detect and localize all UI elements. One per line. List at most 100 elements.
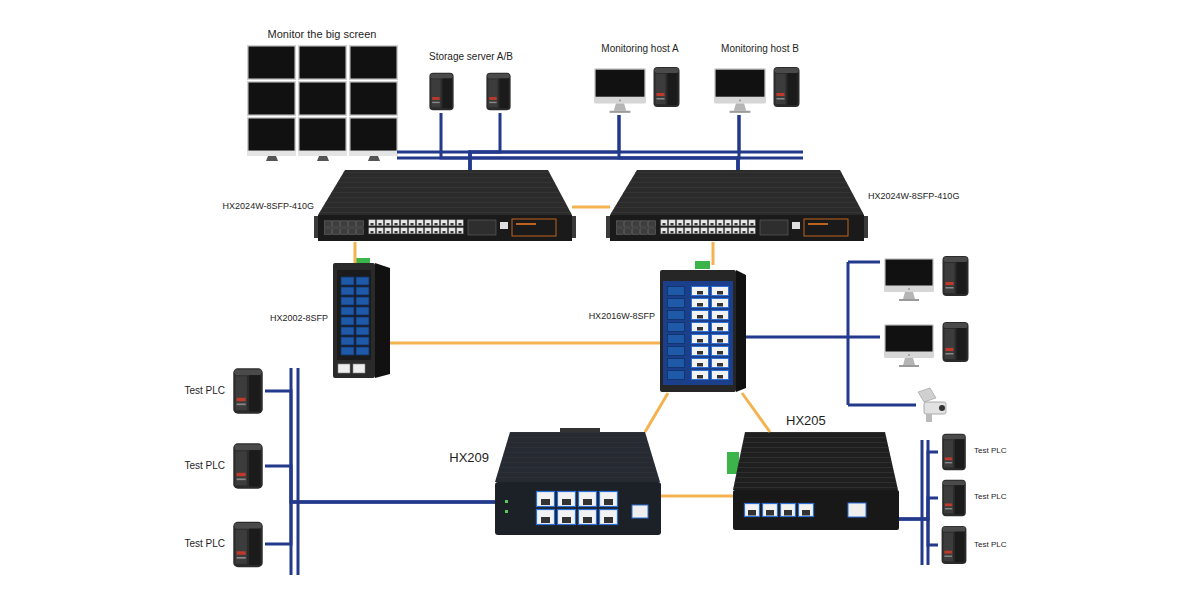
video-wall-part [368, 156, 380, 161]
video-wall-part [349, 117, 398, 152]
network-cable [661, 495, 733, 498]
device-node: Test PLC [938, 432, 970, 472]
device-node: HX209 [495, 432, 661, 536]
video-wall-part [249, 83, 295, 115]
device-label: HX205 [786, 413, 826, 429]
video-wall-part [298, 117, 347, 152]
monitoring-host-b [714, 67, 800, 113]
device-label: HX2024W-8SFP-410G [868, 191, 959, 202]
device-label: Monitoring host A [601, 43, 678, 55]
din-rail-switch-part [632, 505, 648, 518]
din-rail-switch-part [333, 263, 375, 378]
din-rail-switch-part [495, 482, 661, 535]
network-cable [441, 113, 738, 170]
network-cable [354, 242, 357, 263]
network-cable [265, 502, 495, 544]
video-wall-part [298, 151, 347, 156]
ip-camera-part [939, 405, 945, 411]
din-rail-switch-part [663, 281, 733, 385]
storage-servers-part [429, 73, 453, 110]
network-cable [265, 466, 495, 502]
video-wall-part [247, 151, 296, 156]
video-wall-part [247, 45, 296, 80]
din-rail-switch-part [375, 263, 390, 378]
ip-camera-part [926, 414, 932, 422]
ip-camera-part [924, 402, 946, 414]
video-wall [247, 45, 398, 161]
rack-switch-part [318, 170, 572, 215]
video-wall-part [349, 151, 398, 156]
device-node: HX205 [733, 432, 899, 532]
client-computers-part [943, 256, 969, 296]
device-label: HX2024W-8SFP-410G [223, 201, 314, 212]
network-cable [265, 391, 495, 502]
ip-camera [918, 388, 946, 422]
rack-switch-part [324, 220, 364, 235]
video-wall-part [247, 81, 296, 116]
video-wall-part [298, 45, 347, 80]
din-rail-switch [727, 432, 899, 530]
device-label: HX2016W-8SFP [589, 311, 655, 322]
video-wall-part [247, 117, 296, 152]
bus-extension-part [739, 157, 803, 160]
network-cable [712, 242, 715, 265]
device-label: Monitor the big screen [268, 28, 377, 41]
din-rail-switch-part [733, 432, 898, 490]
din-rail-switch-part [535, 490, 619, 526]
network-cable [899, 452, 938, 519]
video-wall-part [298, 81, 347, 116]
device-node: Test PLC [938, 524, 970, 566]
monitoring-host-a-part [594, 68, 646, 113]
rack-switch-part [368, 219, 464, 235]
din-rail-switch-part [736, 270, 746, 392]
video-wall-part [249, 119, 295, 151]
rack-switch-part [516, 223, 536, 225]
client-computers-part [884, 324, 934, 367]
din-rail-switch [660, 261, 746, 392]
monitoring-host-b-part [774, 67, 800, 107]
video-wall-part [300, 119, 346, 151]
storage-servers-part [486, 73, 510, 110]
client-computers-part [884, 258, 934, 301]
din-rail-switch-part [690, 285, 730, 381]
client-bus-part [848, 404, 916, 407]
device-node: Monitoring host B [712, 63, 802, 115]
plc-towers [942, 434, 967, 564]
device-label: HX209 [449, 450, 489, 466]
network-cable [899, 498, 938, 519]
bus-extension-part [739, 151, 803, 154]
device-label: Test PLC [184, 460, 225, 472]
monitoring-host-a-part [654, 67, 680, 107]
device-node: HX2016W-8SFP [660, 265, 746, 393]
monitoring-host-a [594, 67, 680, 113]
client-bus-part [848, 336, 880, 339]
device-label: HX2002-8SFP [270, 313, 328, 324]
plc-towers-part [233, 368, 262, 413]
din-rail-switch-part [353, 364, 365, 373]
client-bus-part [746, 336, 848, 339]
client-bus-part [847, 262, 850, 405]
video-wall-part [266, 156, 278, 161]
video-wall-part [349, 81, 398, 116]
video-wall-part [351, 47, 397, 79]
device-node: Test PLC [938, 478, 970, 518]
din-rail-switch-part [848, 503, 866, 517]
bus-extension [739, 152, 803, 158]
device-node: Monitor the big screen [247, 45, 397, 162]
din-rail-switch-part [733, 432, 898, 490]
network-cable [397, 152, 470, 170]
video-wall-part [349, 45, 398, 80]
video-wall-part [351, 83, 397, 115]
din-rail-switch-part [495, 432, 660, 482]
plc-towers-part [942, 526, 967, 564]
rack-switch-part [468, 220, 496, 235]
network-cable [397, 158, 738, 170]
client-computers-part [943, 322, 969, 362]
rack-switch-part [512, 219, 556, 236]
din-rail-switch [495, 428, 661, 535]
din-rail-switch-part [495, 432, 660, 482]
network-cable [470, 115, 619, 170]
plc-towers-part [233, 443, 262, 488]
plc-towers-part [233, 522, 262, 567]
